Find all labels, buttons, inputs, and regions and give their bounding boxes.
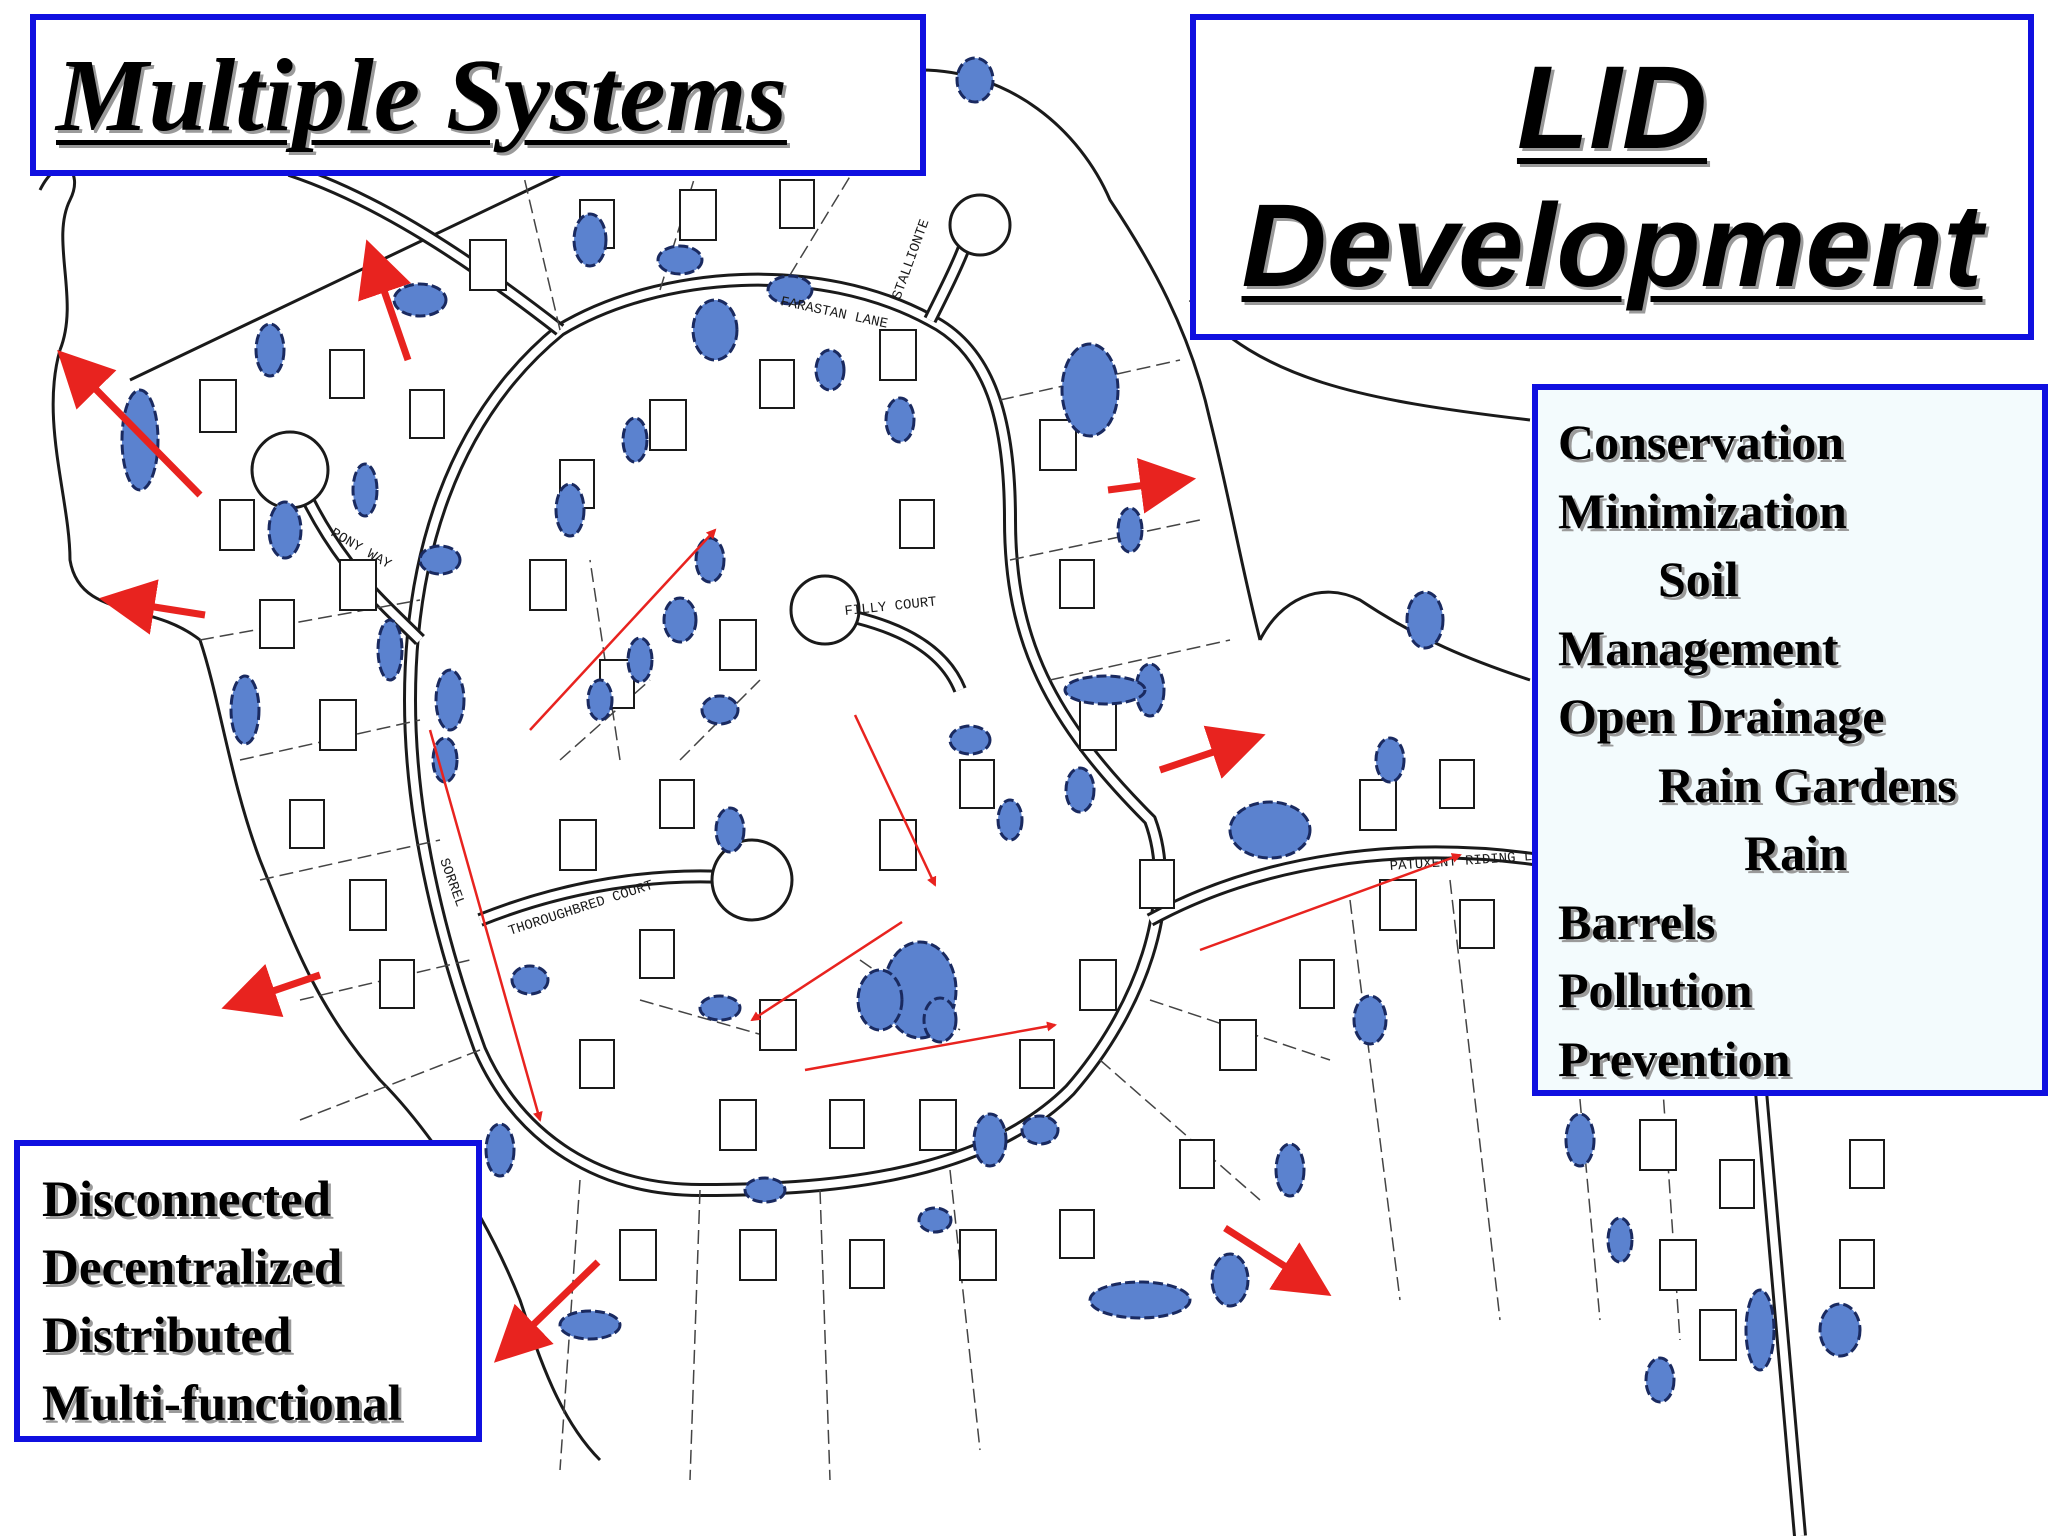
practice-item: Barrels — [1558, 893, 1716, 950]
rain-gardens — [120, 56, 1862, 1404]
title-lid: LID — [1516, 42, 1708, 174]
principle-item: Multi-functional — [42, 1376, 402, 1432]
practice-item: Rain Gardens — [1658, 756, 1957, 813]
lid-practices-box: Conservation Minimization Soil Managemen… — [1532, 384, 2048, 1096]
title-lid-development-box: LID Development — [1190, 14, 2034, 340]
practice-item: Prevention — [1558, 1030, 1791, 1087]
outflow-arrows — [57, 239, 1332, 1363]
title-multiple-systems: Multiple Systems — [56, 37, 787, 153]
practice-item: Soil — [1658, 551, 1739, 607]
principle-item: Distributed — [42, 1308, 292, 1364]
practice-item: Conservation — [1558, 414, 1845, 470]
principle-item: Disconnected — [42, 1172, 331, 1228]
practice-item: Management — [1558, 619, 1839, 676]
cul-de-sacs — [250, 193, 1012, 922]
practice-item: Pollution — [1558, 962, 1753, 1018]
practice-item: Rain — [1744, 825, 1847, 881]
title-development: Development — [1241, 180, 1983, 312]
internal-flow-arrows — [428, 528, 1462, 1122]
title-multiple-systems-box: Multiple Systems — [30, 14, 926, 176]
practice-item: Open Drainage — [1558, 688, 1885, 744]
street-label-stallionte: STALLIONTE — [890, 217, 934, 301]
design-principles-box: Disconnected Decentralized Distributed M… — [14, 1140, 482, 1442]
principle-item: Decentralized — [42, 1240, 343, 1296]
practice-item: Minimization — [1558, 482, 1847, 539]
